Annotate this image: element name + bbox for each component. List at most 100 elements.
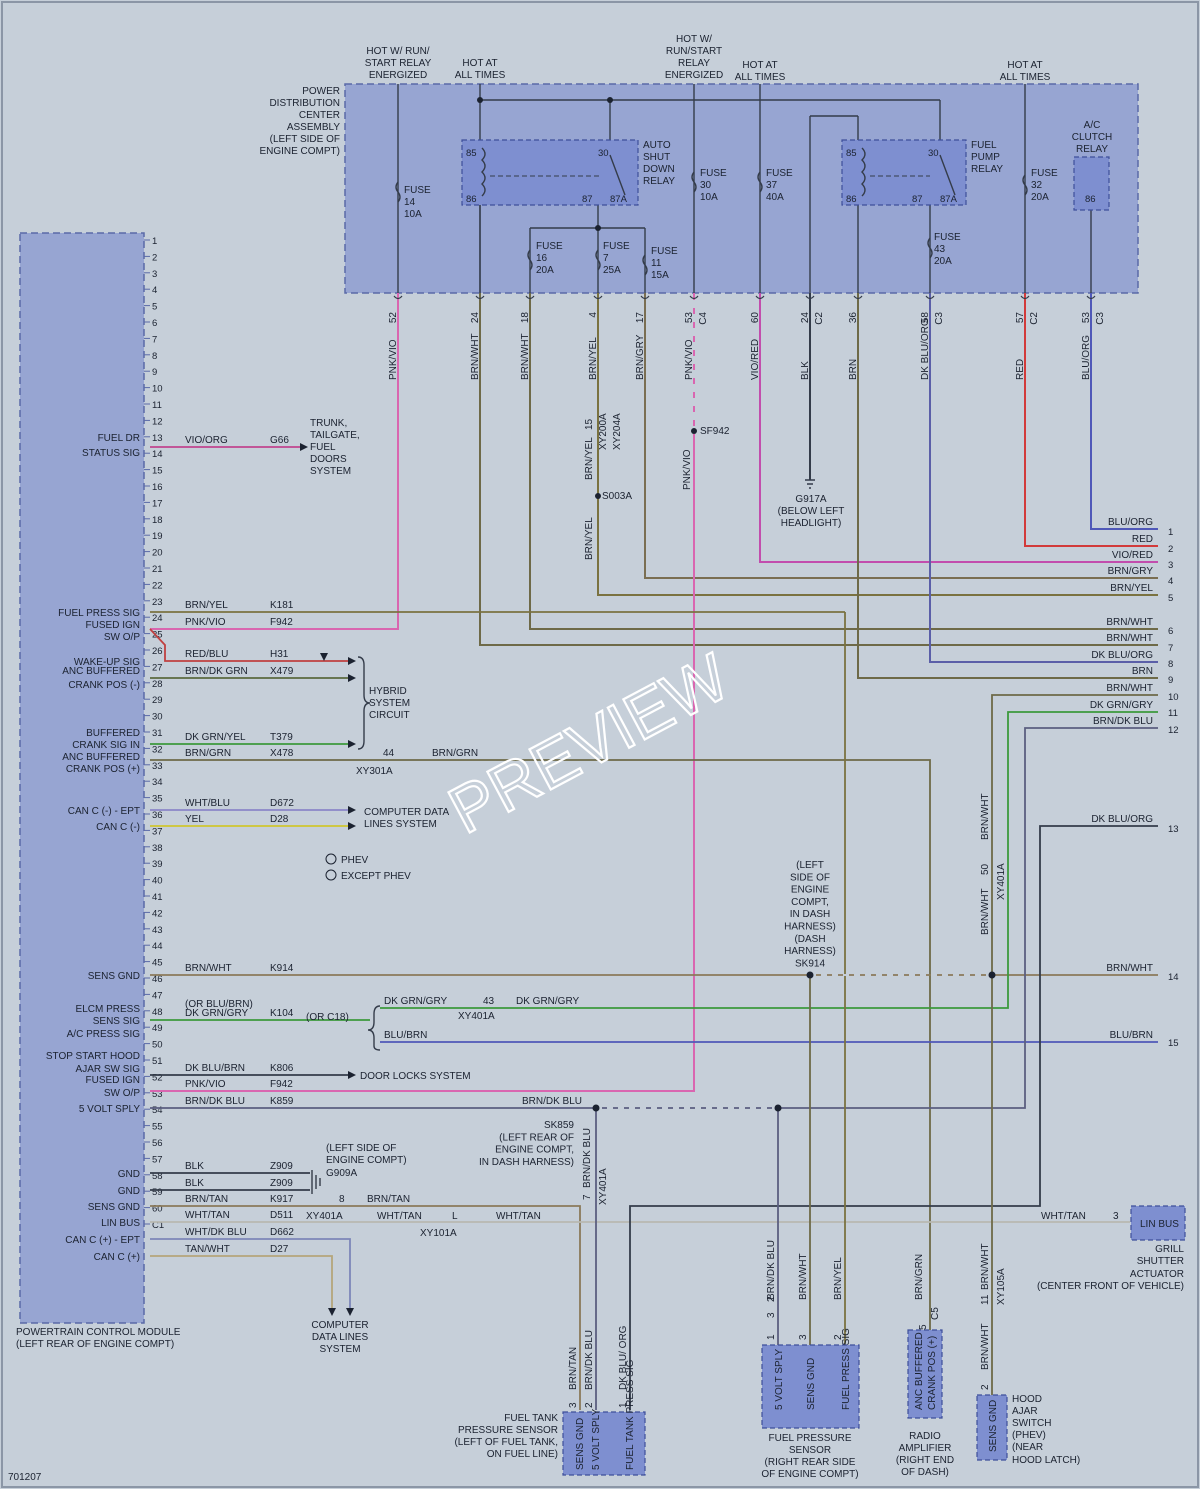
fuel-pressure-sensor: [761, 1344, 860, 1429]
right-wire-color: VIO/RED: [1112, 550, 1153, 561]
pcm-circuit-code: H31: [270, 649, 289, 660]
fps-pin-label: 5 VOLT SPLY: [774, 1349, 785, 1410]
pcm-circuit-color: WHT/BLU: [185, 798, 230, 809]
pcm-circuit-code: D28: [270, 814, 289, 825]
asd-relay-label: AUTO SHUT DOWN RELAY: [643, 140, 675, 187]
pcm-pin: 25: [152, 630, 163, 641]
pcm-pin: 44: [152, 941, 163, 952]
pcm-circuit-code: Z909: [270, 1161, 293, 1172]
svg-text:FUEL: FUEL: [971, 140, 997, 151]
conn-xy200a: XY200A: [598, 413, 609, 450]
right-pin-number: 1: [1168, 527, 1173, 538]
hybrid-brace: [357, 656, 371, 750]
svg-text:ENGINE COMPT): ENGINE COMPT): [259, 146, 340, 157]
asd-relay: [461, 139, 639, 206]
svg-text:OF ENGINE COMPT): OF ENGINE COMPT): [761, 1469, 858, 1480]
svg-text:(RIGHT END: (RIGHT END: [896, 1455, 954, 1466]
radio-amp-wire: BRN/GRN: [914, 1254, 925, 1300]
pdc-internal-wiring: [397, 84, 1092, 293]
drop-conn: C4: [698, 312, 709, 325]
fps-pin-label: SENS GND: [806, 1358, 817, 1410]
junction-dots-lower: [592, 971, 996, 1112]
fuse-14-label: FUSE 14 10A: [404, 185, 431, 220]
fts-pin-label: FUEL TANK PRESS SIG: [625, 1359, 636, 1470]
sk914-line: ENGINE: [791, 885, 830, 896]
wire-brn-dk-blu-v: BRN/DK BLU: [582, 1128, 593, 1188]
pcm-pin: 8: [152, 351, 157, 362]
right-pin-number: 13: [1168, 824, 1179, 835]
drop-cav: 4: [588, 312, 599, 318]
hot-run-start-label-2: HOT W/ RUN/START RELAY ENERGIZED: [665, 34, 723, 81]
svg-text:OF DASH): OF DASH): [901, 1467, 949, 1478]
svg-text:FUSE: FUSE: [1031, 168, 1058, 179]
right-wire-color: BLU/ORG: [1108, 517, 1153, 528]
pcm-circuit-name: AJAR SW SIG: [76, 1064, 141, 1075]
pcm-pin: 19: [152, 531, 163, 542]
pcm-pin: 22: [152, 580, 163, 591]
pcm-circuit-code: D662: [270, 1227, 294, 1238]
wire-brn-wht-50: BRN/WHT: [980, 793, 991, 840]
fuse-32-label: FUSE 32 20A: [1031, 168, 1058, 203]
pcm-circuit-name: ANC BUFFERED: [62, 666, 140, 677]
pcm-circuit-code: Z909: [270, 1178, 293, 1189]
sk914-line: HARNESS): [784, 922, 836, 933]
pcm-pin: 42: [152, 908, 163, 919]
svg-text:COMPUTER DATA: COMPUTER DATA: [364, 807, 450, 818]
pcm-pin: 60: [152, 1204, 163, 1215]
hood-switch-cav: 2: [980, 1384, 991, 1390]
pcm-circuit-color: RED/BLU: [185, 649, 228, 660]
cav-7: 7: [582, 1194, 593, 1200]
svg-text:SENSOR: SENSOR: [789, 1445, 831, 1456]
wire-brn-tan-mid: BRN/TAN: [367, 1194, 410, 1205]
pcm-pin: 7: [152, 334, 157, 345]
fps-wire-color: BRN/WHT: [798, 1253, 809, 1300]
sk859-line: IN DASH HARNESS): [479, 1157, 574, 1168]
svg-text:HOT AT: HOT AT: [742, 60, 777, 71]
svg-text:LINES SYSTEM: LINES SYSTEM: [364, 819, 437, 830]
option-brace-44: [367, 1005, 381, 1051]
drop-wire-color: BLU/ORG: [1081, 335, 1092, 380]
fuse-7-label: FUSE 7 25A: [603, 241, 630, 276]
pcm-circuit-color: BRN/YEL: [185, 600, 228, 611]
pcm-pin: 18: [152, 515, 163, 526]
pcm-circuit-color: BRN/DK BLU: [185, 1096, 245, 1107]
fps-pin-number: 1: [766, 1334, 777, 1340]
fuel-tank-pressure-sensor: [562, 1411, 646, 1476]
right-pin-number: 9: [1168, 675, 1173, 686]
sk914-line: SIDE OF: [790, 872, 830, 883]
right-wire-color: BRN/GRY: [1108, 566, 1154, 577]
svg-text:43: 43: [934, 244, 946, 255]
svg-text:G909A: G909A: [326, 1168, 357, 1179]
radio-amp-cav: 5: [918, 1324, 929, 1330]
right-pin-number: 15: [1168, 1038, 1179, 1049]
pcm-circuit-color: BLK: [185, 1178, 204, 1189]
pcm-circuit-color: VIO/ORG: [185, 435, 228, 446]
pcm-pin: 43: [152, 925, 163, 936]
pcm-pin: 11: [152, 400, 162, 411]
conn-xy105a: XY105A: [996, 1268, 1007, 1305]
ref-number: 701207: [8, 1472, 42, 1483]
svg-text:20A: 20A: [934, 256, 952, 267]
fps-cav-b: 3: [766, 1312, 777, 1318]
right-pin-number: 12: [1168, 725, 1179, 736]
pcm-circuit-code: F942: [270, 617, 293, 628]
grill-wire-color: WHT/TAN: [1041, 1211, 1086, 1222]
pcm-circuit-name: LIN BUS: [101, 1218, 140, 1229]
svg-text:RELAY: RELAY: [1076, 144, 1108, 155]
fuel-pressure-sensor-label: FUEL PRESSURE SENSOR (RIGHT REAR SIDE OF…: [761, 1433, 858, 1480]
junction-dots-top: [595, 428, 697, 499]
svg-text:25A: 25A: [603, 265, 621, 276]
svg-text:RELAY: RELAY: [643, 176, 675, 187]
right-pin-number: 14: [1168, 972, 1179, 983]
pcm-pin: 3: [152, 269, 157, 280]
pcm-circuit-name: A/C PRESS SIG: [67, 1029, 141, 1040]
svg-text:HOT W/ RUN/: HOT W/ RUN/: [366, 46, 429, 57]
pcm-circuit-code: T379: [270, 732, 293, 743]
svg-text:ACTUATOR: ACTUATOR: [1130, 1269, 1184, 1280]
svg-text:AMPLIFIER: AMPLIFIER: [899, 1443, 952, 1454]
svg-text:(RIGHT REAR SIDE: (RIGHT REAR SIDE: [765, 1457, 856, 1468]
